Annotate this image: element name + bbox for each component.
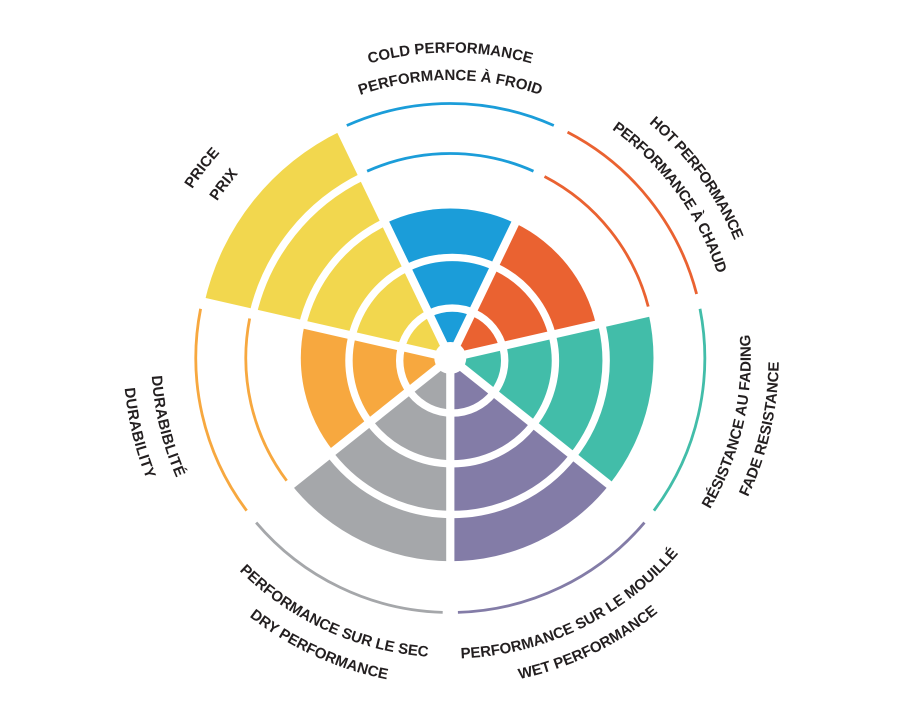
svg-text:PERFORMANCE À FROID: PERFORMANCE À FROID xyxy=(356,67,544,99)
svg-text:PERFORMANCE SUR LE SEC: PERFORMANCE SUR LE SEC xyxy=(237,561,430,661)
svg-text:COLD PERFORMANCE: COLD PERFORMANCE xyxy=(366,39,535,67)
svg-text:PRIX: PRIX xyxy=(206,165,241,203)
